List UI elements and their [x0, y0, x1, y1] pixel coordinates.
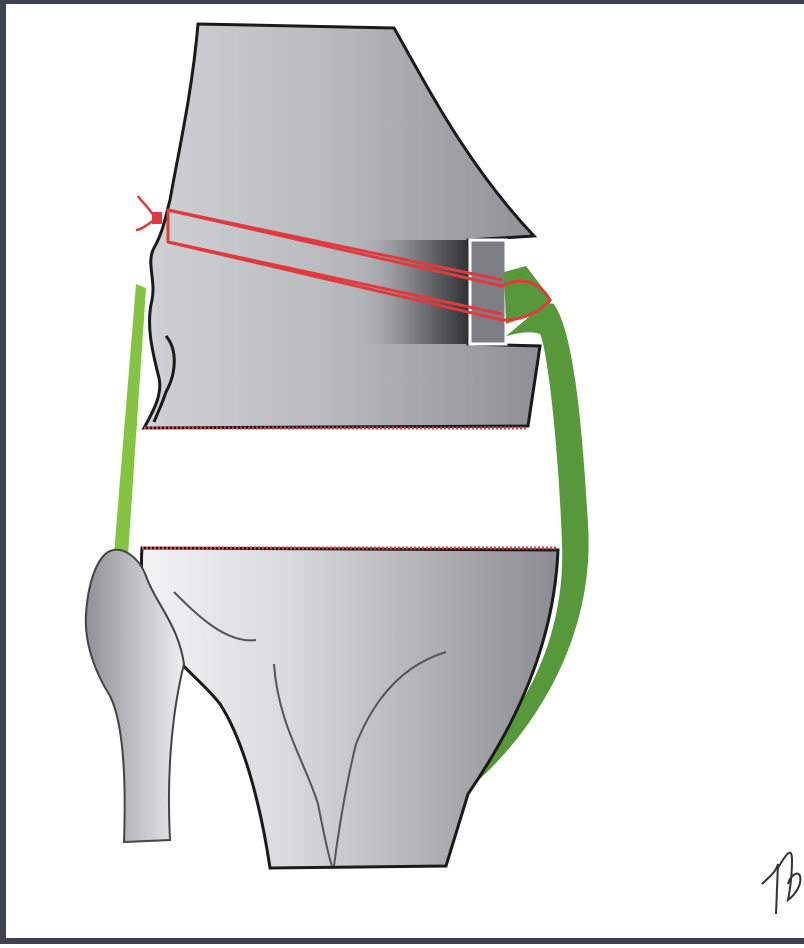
femur-bone	[144, 24, 540, 428]
tibia-bone	[141, 548, 558, 868]
suture-knot-icon	[136, 196, 162, 230]
lateral-ligament	[114, 284, 146, 556]
artist-signature-icon	[762, 853, 800, 914]
femoral-notch-box	[470, 240, 506, 344]
knee-diagram	[6, 4, 804, 948]
